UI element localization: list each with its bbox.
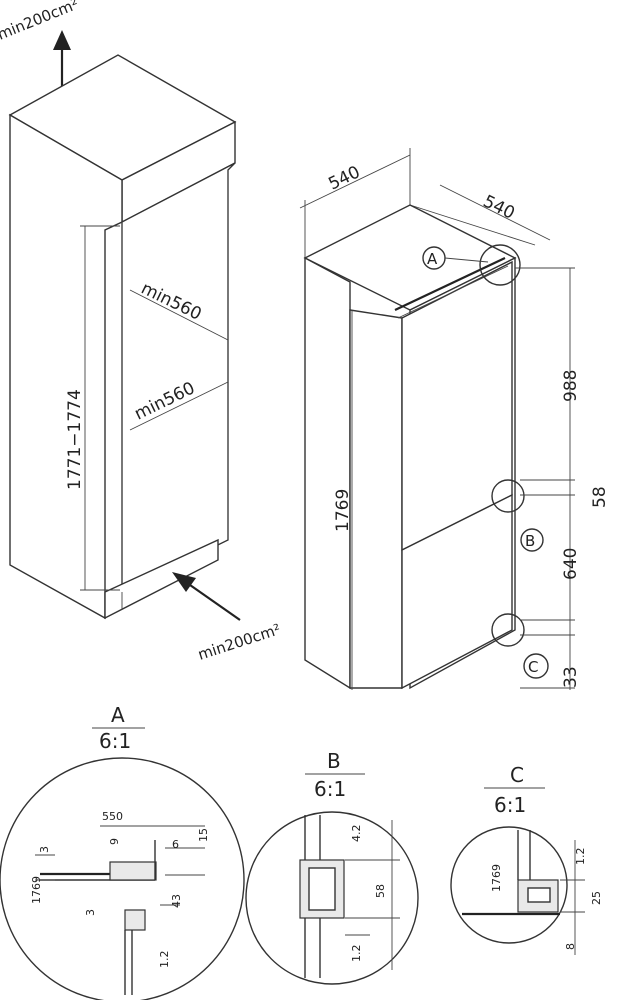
callout-a-label: A xyxy=(427,250,438,268)
detail-c-letter: C xyxy=(510,763,524,787)
lower-door-label: 640 xyxy=(561,548,581,580)
detail-a-label-5: 1769 xyxy=(30,876,43,904)
vent-bottom-label: min200cm² xyxy=(196,620,283,664)
detail-a-scale: 6:1 xyxy=(99,729,131,753)
detail-b-label-2: 1.2 xyxy=(350,945,363,963)
detail-c-label-1: 1.2 xyxy=(574,848,587,866)
fridge-drawing: 540 540 A B C 1769 xyxy=(299,148,610,690)
callout-c-label: C xyxy=(528,658,538,676)
detail-a-label-6: 3 xyxy=(84,909,97,916)
detail-c-label-3: 8 xyxy=(564,943,577,950)
detail-c: C 6:1 1769 1.2 25 8 xyxy=(450,763,603,955)
detail-c-label-0: 1769 xyxy=(490,864,503,892)
callout-b-label: B xyxy=(525,532,535,550)
bottom-label: 33 xyxy=(561,666,581,688)
detail-a: A 6:1 550 9 6 15 3 1769 3 43 1.2 xyxy=(0,703,245,1000)
vent-bottom-arrow xyxy=(189,584,241,621)
detail-a-label-7: 43 xyxy=(170,894,183,908)
vent-top-arrowhead xyxy=(53,30,71,50)
callout-circle-b xyxy=(491,479,525,513)
detail-a-label-0: 550 xyxy=(102,810,123,823)
detail-c-scale: 6:1 xyxy=(494,793,526,817)
fridge-width-label: 540 xyxy=(325,162,363,194)
callout-circle-a xyxy=(479,244,521,286)
detail-a-circle xyxy=(0,757,245,1000)
detail-a-label-2: 6 xyxy=(172,838,179,851)
gap-label: 58 xyxy=(590,486,610,508)
cabinet-drawing: min200cm² 1771−1774 min560 min560 min200… xyxy=(0,0,283,664)
detail-c-label-2: 25 xyxy=(590,891,603,905)
callout-circle-c xyxy=(491,613,525,647)
detail-b-scale: 6:1 xyxy=(314,777,346,801)
detail-a-label-8: 1.2 xyxy=(158,951,171,969)
detail-a-label-1: 9 xyxy=(108,838,121,845)
vent-top-label: min200cm² xyxy=(0,0,81,44)
detail-b-label-1: 58 xyxy=(374,884,387,898)
fridge-depth-label: 540 xyxy=(480,192,518,224)
upper-door-label: 988 xyxy=(561,370,581,402)
detail-c-circle xyxy=(450,826,568,944)
detail-a-letter: A xyxy=(111,703,125,727)
detail-b-label-0: 4.2 xyxy=(350,825,363,843)
detail-a-label-3: 15 xyxy=(197,828,210,842)
detail-b: B 6:1 4.2 58 1.2 xyxy=(245,749,419,985)
detail-b-circle xyxy=(245,811,419,985)
cabinet-height-label: 1771−1774 xyxy=(65,389,85,490)
fridge-height-label: 1769 xyxy=(333,489,353,532)
detail-b-letter: B xyxy=(327,749,341,773)
vent-bottom-arrowhead xyxy=(172,572,196,592)
detail-a-label-4: 3 xyxy=(38,846,51,853)
